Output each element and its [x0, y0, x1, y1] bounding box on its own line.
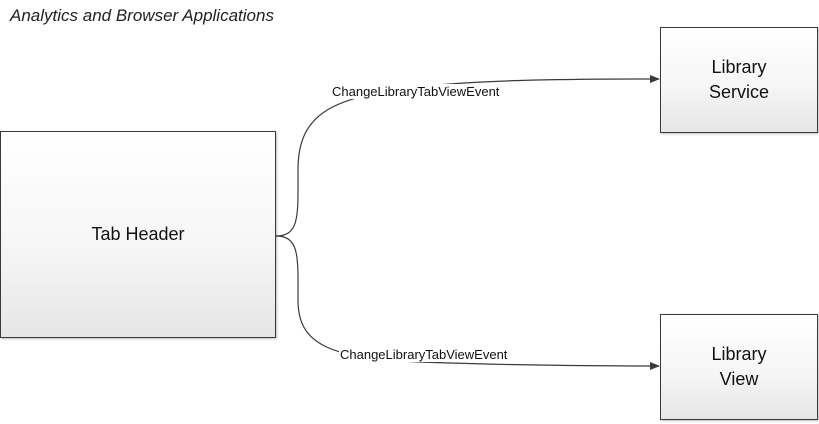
edge-label-tab-header-to-library-service: ChangeLibraryTabViewEvent	[331, 84, 501, 99]
node-library-view-label: Library View	[711, 344, 767, 389]
node-library-service[interactable]: Library Service	[660, 27, 818, 133]
diagram-title: Analytics and Browser Applications	[10, 6, 274, 25]
node-library-service-label: Library Service	[708, 57, 770, 102]
node-tab-header-label: Tab Header	[91, 224, 185, 244]
node-tab-header[interactable]: Tab Header	[0, 131, 276, 338]
edge-label-tab-header-to-library-view: ChangeLibraryTabViewEvent	[339, 347, 509, 362]
edge-tab-header-to-library-service	[275, 75, 660, 237]
node-library-view[interactable]: Library View	[660, 314, 818, 420]
